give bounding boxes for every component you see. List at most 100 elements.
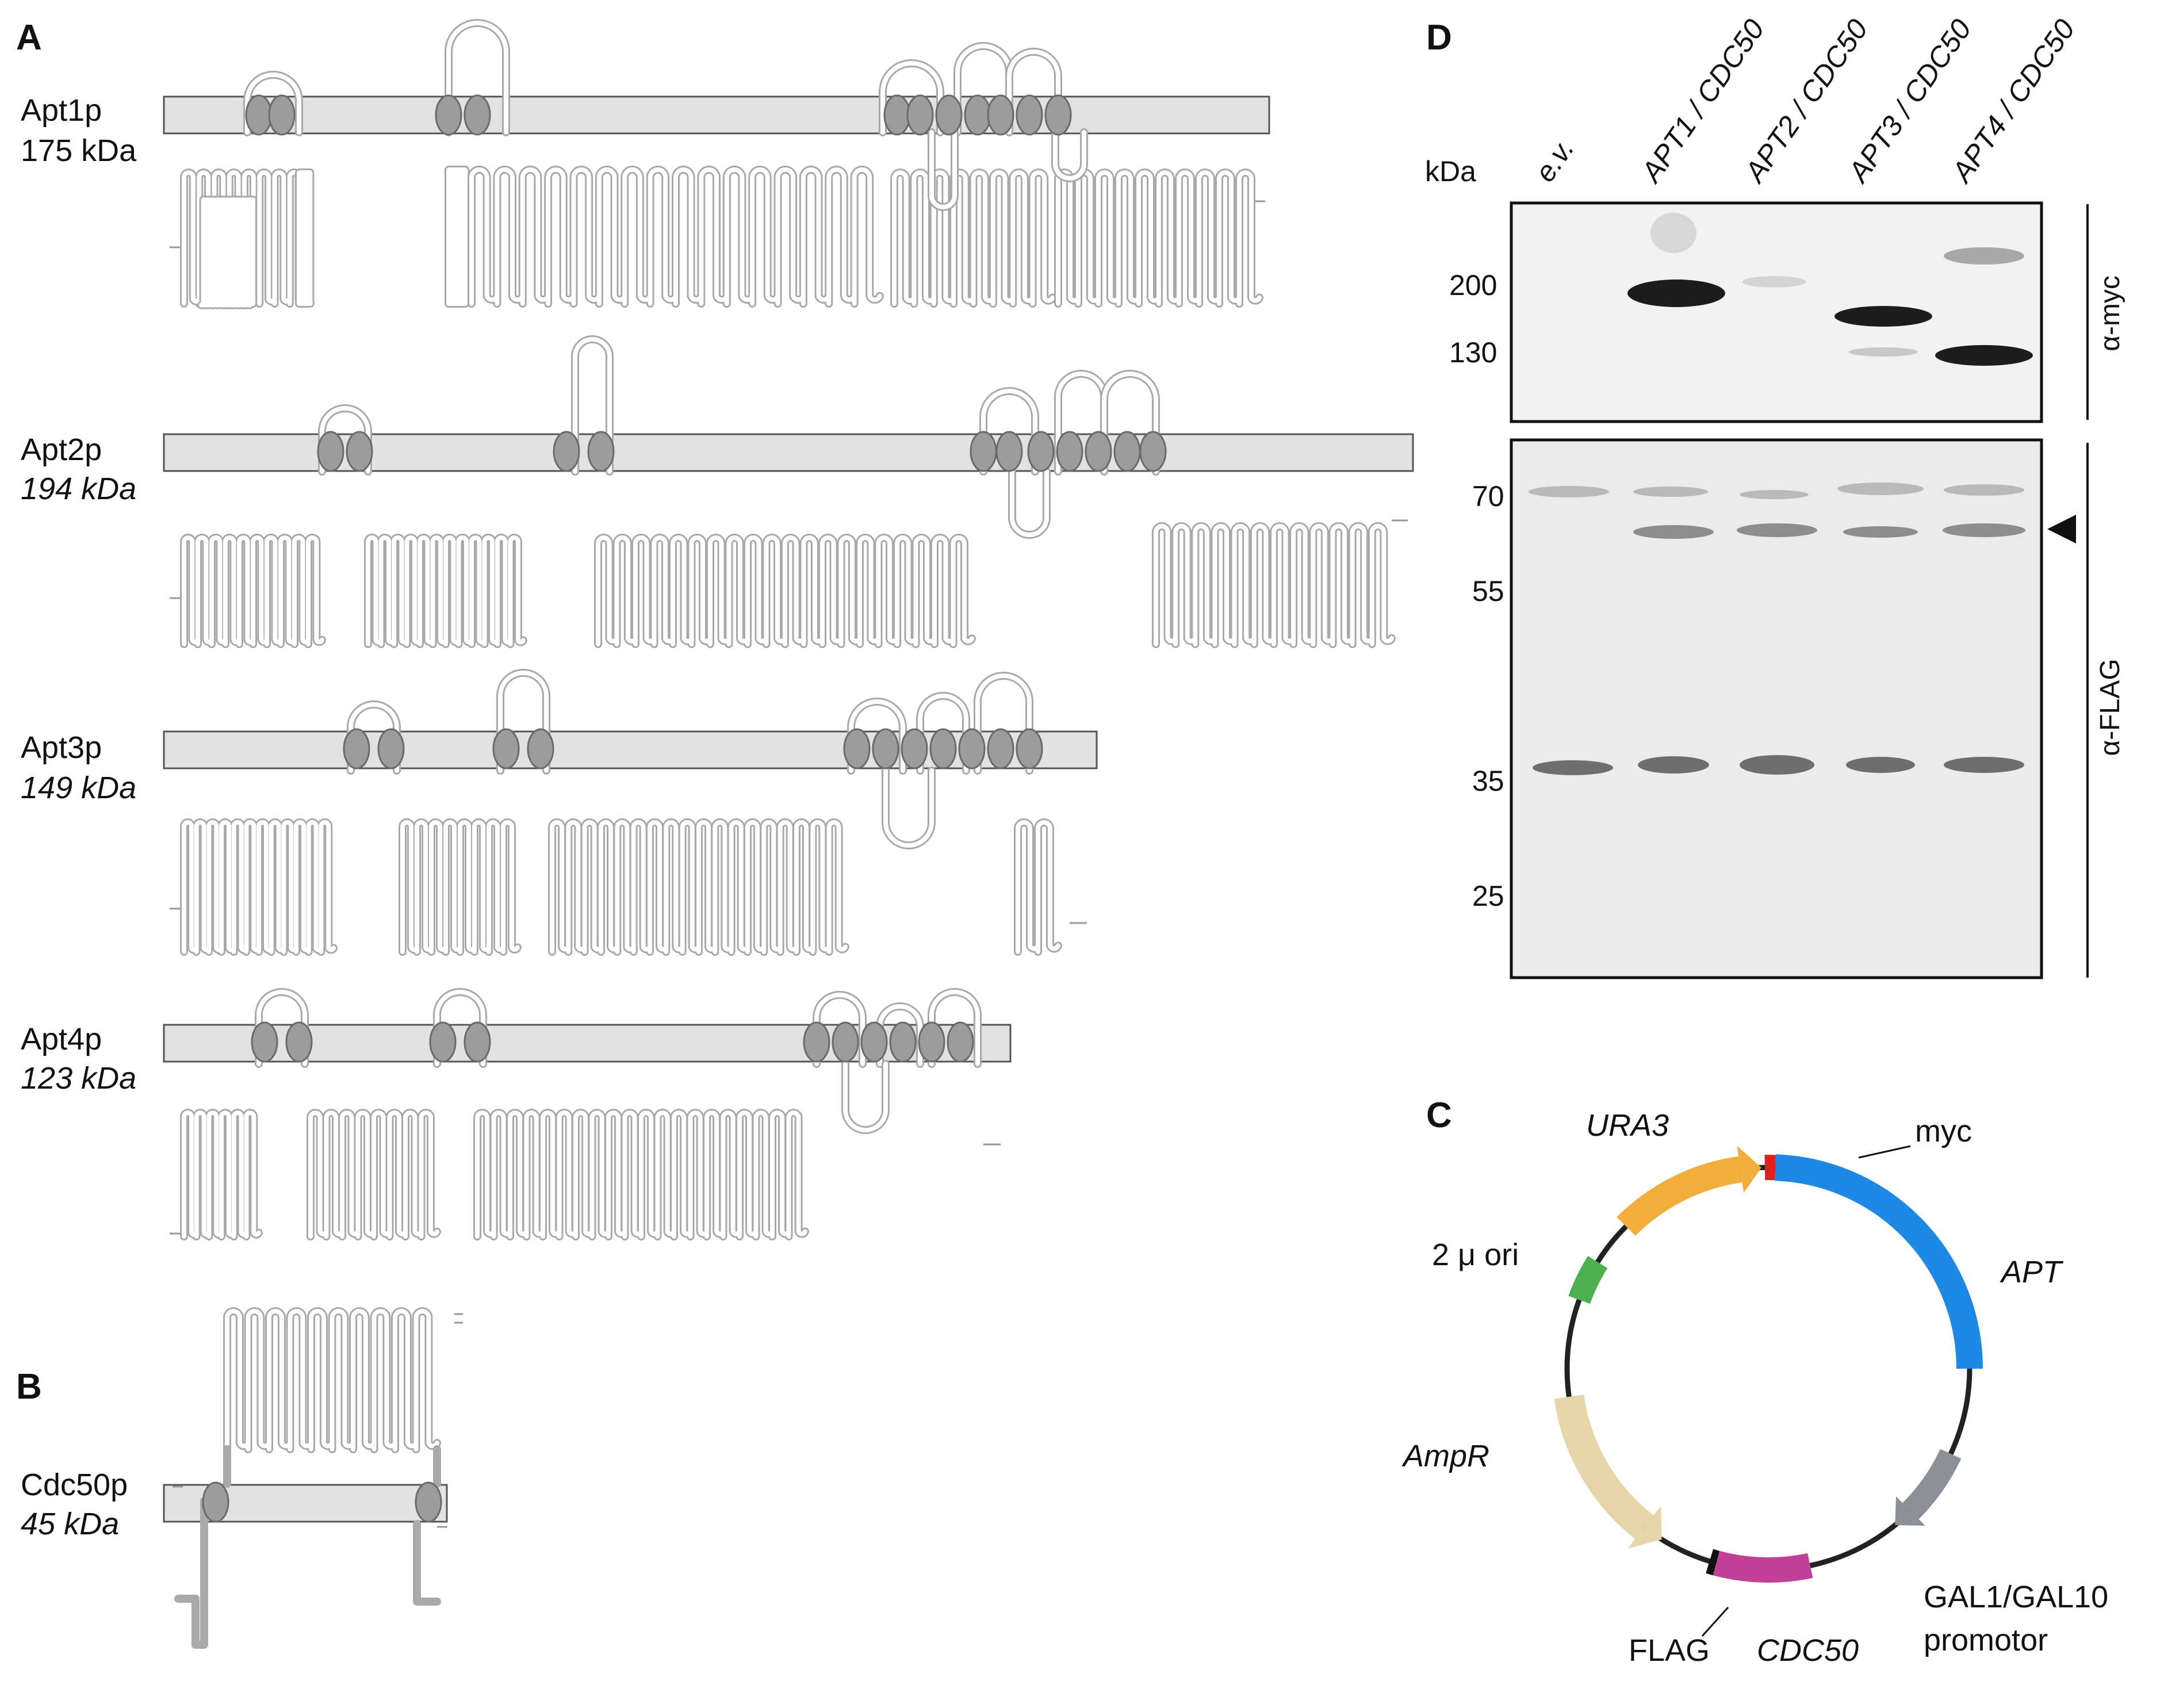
- tm-helix: [1113, 431, 1141, 472]
- tm-helix: [346, 431, 373, 472]
- apt1p-topology: Apt1p 175 kDa: [21, 19, 1270, 309]
- apt1-smear: [1650, 213, 1696, 253]
- promoter-arc: [1902, 1449, 1962, 1519]
- tm-helix: [906, 94, 934, 136]
- apt1-myc-band: [1627, 279, 1725, 307]
- ori-label: 2 μ ori: [1432, 1238, 1519, 1272]
- ampr-label: AmpR: [1401, 1439, 1489, 1473]
- apt4p-loops: [255, 988, 982, 1134]
- apt3p-mass: 149 kDa: [21, 771, 136, 805]
- flag-antibody-label: α-FLAG: [2095, 658, 2125, 756]
- tm-helix: [958, 728, 986, 769]
- myc-blot-frame: [1510, 201, 2043, 423]
- apt1p-loops: [243, 19, 1088, 211]
- tm-helix: [464, 94, 491, 136]
- tm-helix: [377, 728, 405, 769]
- tm-helix: [929, 728, 957, 769]
- cdc50-arc: [1713, 1550, 1813, 1583]
- marker-55: 55: [1472, 575, 1504, 607]
- flag-blot-background: [1513, 442, 2040, 976]
- apt1p-membrane: [163, 95, 1270, 135]
- tm-helix: [1044, 94, 1072, 136]
- tm-helix: [860, 1021, 888, 1063]
- tm-helix: [317, 431, 344, 472]
- tm-helix: [970, 431, 997, 472]
- tm-helix: [1016, 94, 1043, 136]
- flag-cdc50-bands: [1633, 523, 2025, 539]
- flag-label: FLAG: [1629, 1633, 1710, 1668]
- apt2p-loops: [318, 335, 1160, 539]
- tm-helix: [1056, 431, 1083, 472]
- marker-200: 200: [1449, 269, 1497, 301]
- ampr-arc: [1554, 1394, 1654, 1540]
- tm-helix: [889, 1021, 917, 1063]
- apt-arc: [1775, 1154, 1983, 1369]
- apt2p-name: Apt2p: [21, 432, 102, 467]
- ampr-arc-arrowhead: [1627, 1506, 1662, 1549]
- tm-helix: [553, 431, 580, 472]
- tm-helix: [901, 728, 928, 769]
- promoter-arc-arrowhead: [1895, 1496, 1925, 1526]
- cdc50p-name: Cdc50p: [21, 1468, 128, 1502]
- tm-helix: [935, 94, 963, 136]
- plasmid-map: URA3 myc APT 2 μ ori AmpR GAL1/GAL10 pro…: [1401, 1108, 2108, 1668]
- lane-label-ev: e.v.: [1529, 133, 1580, 187]
- panel-b-letter: B: [16, 1367, 42, 1407]
- tm-helix: [995, 431, 1023, 472]
- apt4p-name: Apt4p: [21, 1022, 102, 1056]
- apt2p-mass: 194 kDa: [21, 472, 136, 506]
- tm-helix: [1085, 431, 1112, 472]
- promoter-label-1: GAL1/GAL10: [1924, 1580, 2108, 1614]
- tm-helix: [435, 94, 462, 136]
- cdc50p-mass: 45 kDa: [21, 1507, 119, 1541]
- tm-helix: [843, 728, 871, 769]
- tm-helix: [464, 1021, 491, 1063]
- ura3-arc: [1617, 1156, 1742, 1236]
- tm-helix: [1139, 431, 1167, 472]
- apt4p-mass: 123 kDa: [21, 1061, 136, 1096]
- tm-helix: [268, 94, 296, 136]
- tm-helix: [1027, 431, 1055, 472]
- tm-helix: [245, 94, 273, 136]
- cdc50p-tm-connector: [223, 1445, 441, 1488]
- apt-label: APT: [2000, 1255, 2064, 1289]
- cdc50p-helices: [202, 1481, 442, 1523]
- flag-70kda-bands: [1529, 482, 2024, 499]
- apt3-myc-band: [1834, 306, 1932, 327]
- tm-helix: [987, 728, 1014, 769]
- western-blot: kDa e.v. APT1 / CDC50 APT2 / CDC50 APT3 …: [1425, 13, 2125, 979]
- tm-helix: [343, 728, 370, 769]
- cdc50-label: CDC50: [1757, 1633, 1859, 1668]
- myc-label: myc: [1915, 1114, 1972, 1148]
- apt4-upper-band: [1944, 247, 2024, 265]
- tm-helix: [872, 728, 899, 769]
- ori-arc: [1568, 1255, 1608, 1304]
- apt4p-chain: [180, 1109, 809, 1240]
- ura3-arc-arrowhead: [1737, 1146, 1761, 1193]
- tm-helix: [964, 94, 991, 136]
- apt3-faint-band: [1849, 347, 1918, 357]
- flag-35kda-bands: [1533, 755, 2024, 775]
- tm-helix: [415, 1481, 442, 1523]
- myc-leader: [1858, 1145, 1911, 1159]
- tm-helix: [883, 94, 911, 136]
- apt2p-topology: Apt2p 194 kDa: [21, 335, 1414, 648]
- marker-35: 35: [1472, 765, 1504, 797]
- apt3p-loops: [347, 669, 1033, 849]
- tm-helix: [803, 1021, 830, 1063]
- marker-130: 130: [1449, 336, 1497, 369]
- tm-helix: [527, 728, 554, 769]
- apt1p-name: Apt1p: [21, 93, 102, 128]
- panel-a-letter: A: [16, 18, 42, 58]
- flag-tag-arc: [1706, 1549, 1720, 1576]
- tm-helix: [202, 1481, 229, 1523]
- arrowhead-icon: [2047, 515, 2076, 543]
- kda-header: kDa: [1425, 155, 1476, 187]
- apt1p-chain: [180, 166, 1263, 309]
- tm-helix: [285, 1021, 313, 1063]
- ura3-label: URA3: [1586, 1108, 1669, 1143]
- tm-helix: [251, 1021, 278, 1063]
- tm-helix: [1016, 728, 1043, 769]
- tm-helix: [832, 1021, 859, 1063]
